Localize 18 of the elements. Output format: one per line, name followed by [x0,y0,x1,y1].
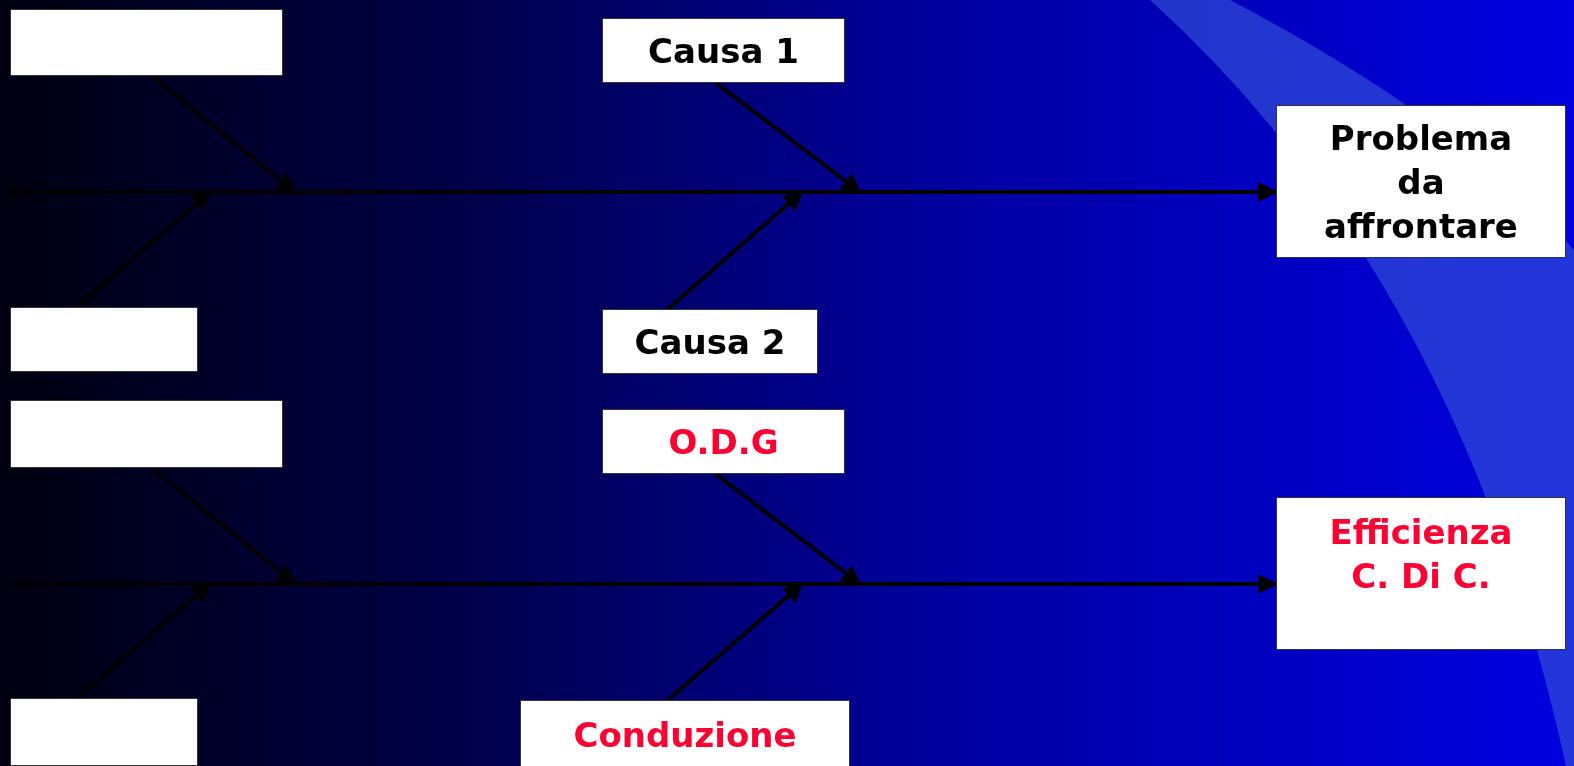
cause-label: Causa 2 [634,320,786,364]
empty-box [10,9,283,76]
cause-box [602,18,845,83]
cause-box [602,409,845,474]
cause-label: O.D.G [668,420,779,464]
spine-arrow [10,182,1278,202]
cause-label: Causa 1 [648,29,799,73]
effect-label: Problema da affrontare [1323,116,1519,248]
cause-box [520,700,850,766]
effect-label: Efficienza C. Di C. [1328,511,1514,598]
effect-box [1276,105,1566,258]
empty-box [10,400,283,468]
cause-box [602,309,818,374]
empty-box [10,698,198,766]
empty-box [10,307,198,372]
effect-box [1276,497,1566,650]
cause-label: Conduzione [573,714,797,757]
spine-arrow [10,574,1278,594]
